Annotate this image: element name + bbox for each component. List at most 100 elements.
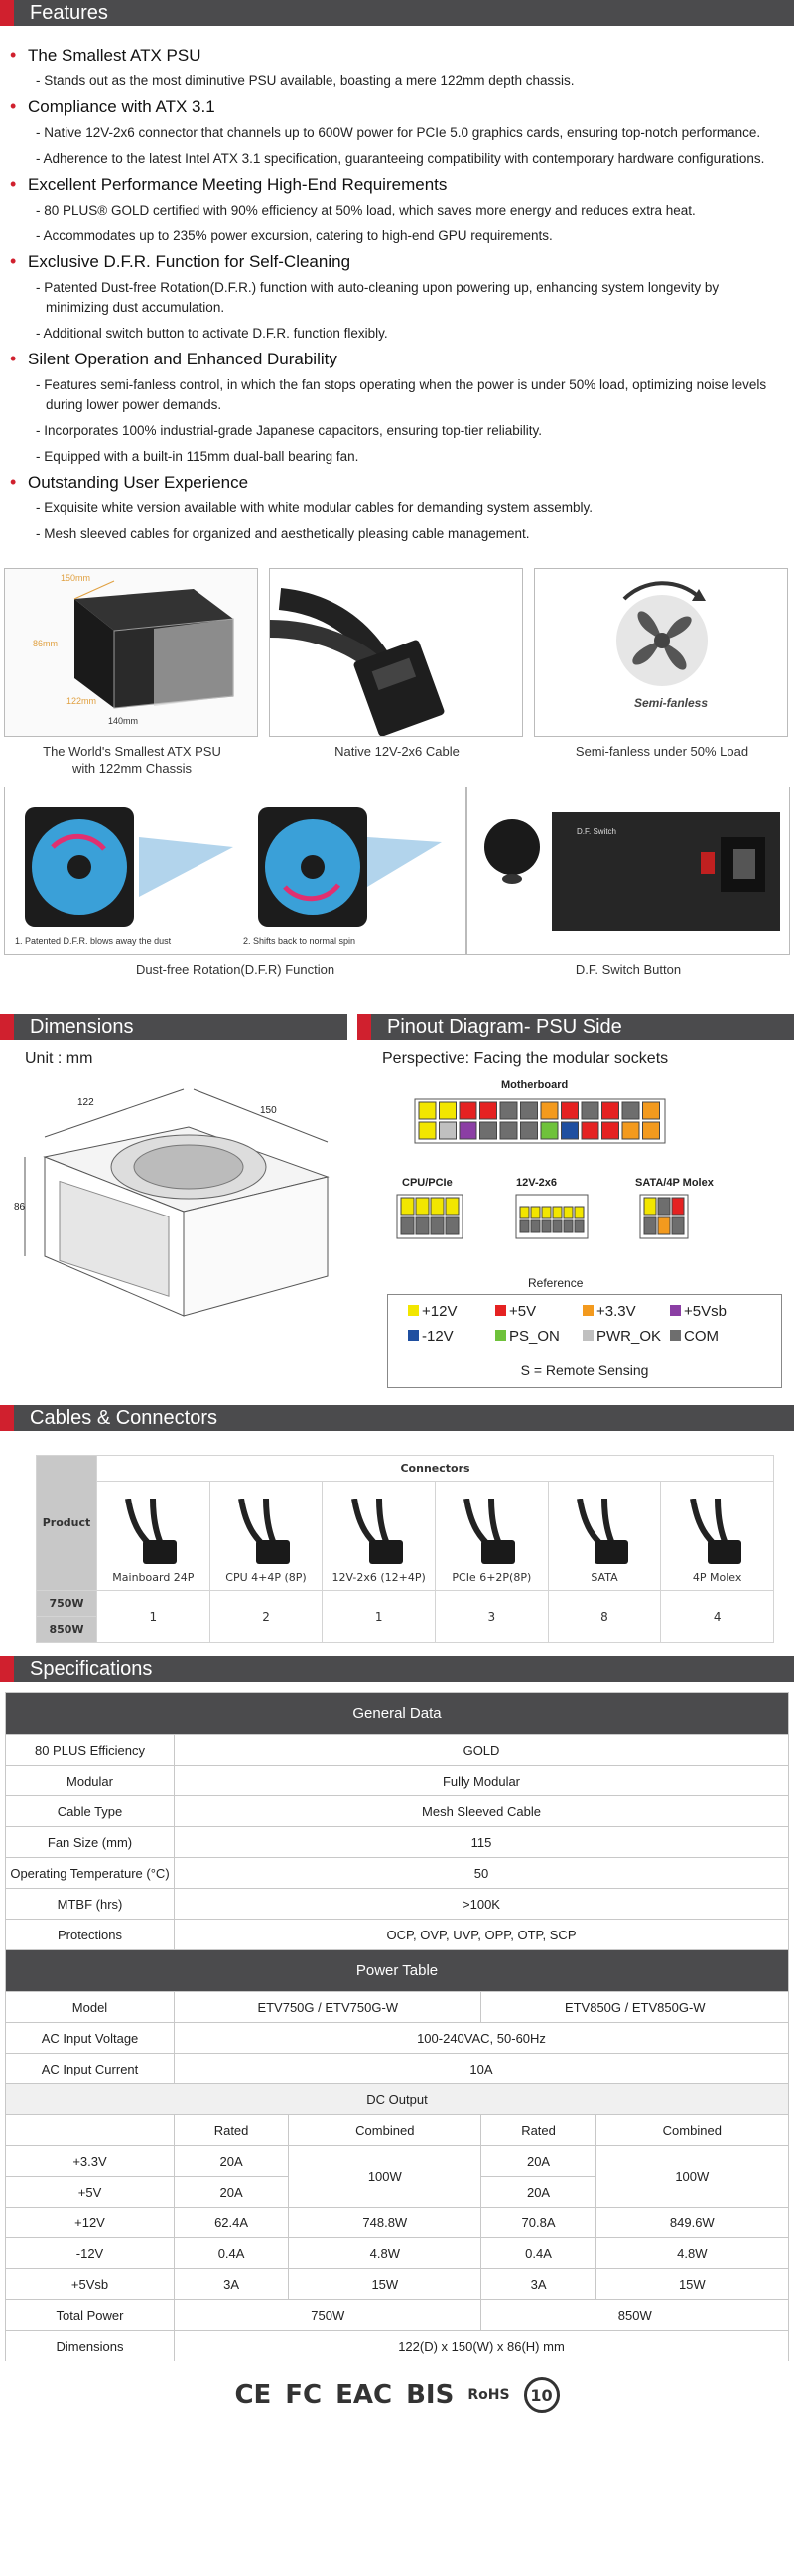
feature-item: - Exquisite white version available with… [36,501,594,515]
12v2x6-label: 12V-2x6 [516,1177,557,1189]
combined-header: Combined [595,2114,790,2146]
cert-logo: 10 [523,2377,560,2413]
spec-value: GOLD [174,1734,789,1766]
legend-item: -12V [408,1328,495,1345]
dimensions-header: Dimensions [0,1014,347,1040]
cert-logo: EAC [335,2380,393,2410]
total-850: 850W [480,2299,789,2331]
legend-item: +12V [408,1303,495,1320]
spec-cell: 15W [595,2268,790,2300]
model-750: ETV750G / ETV750G-W [173,1991,482,2023]
spec-value: OCP, OVP, UVP, OPP, OTP, SCP [174,1919,789,1950]
pin [621,1121,640,1140]
connector-cable-icon [125,1498,178,1564]
sata-molex-label: SATA/4P Molex [635,1177,714,1189]
legend-label: -12V [422,1328,454,1345]
pin [581,1121,599,1140]
feature-item: - Accommodates up to 235% power excursio… [36,228,553,243]
pin [439,1121,457,1140]
spec-label: Operating Temperature (°C) [5,1857,175,1889]
spec-cell: 15W [288,2268,482,2300]
model-850: ETV850G / ETV850G-W [480,1991,789,2023]
spec-label: Fan Size (mm) [5,1826,175,1858]
image-gallery: 150mm 86mm 122mm 140mm The World's Small… [0,558,794,994]
feature-item: - Patented Dust-free Rotation(D.F.R.) fu… [36,280,720,315]
photo-dfr: 1. Patented D.F.R. blows away the dust 2… [4,787,466,978]
pin [418,1101,437,1120]
spec-label: Modular [5,1765,175,1796]
legend-item: +5Vsb [670,1303,757,1320]
feature-item: - Features semi-fanless control, in whic… [36,377,767,412]
pinout-section: Pinout Diagram- PSU Side Perspective: Fa… [357,1014,794,1395]
spec-value: >100K [174,1888,789,1920]
power-table-title: Power Table [5,1949,789,1992]
spec-value: Fully Modular [174,1765,789,1796]
feature-item: - Additional switch button to activate D… [36,326,388,341]
pin [657,1197,671,1216]
connector-label: SATA [591,1571,618,1584]
pin [418,1121,437,1140]
spec-cell: 70.8A [480,2207,596,2238]
connector-column: PCIe 6+2P(8P) [435,1481,549,1591]
pin [519,1206,530,1219]
pin [581,1101,599,1120]
spec-cell: 3A [480,2268,596,2300]
connector-column: 12V-2x6 (12+4P) [322,1481,436,1591]
legend-label: COM [684,1328,719,1345]
pin [530,1219,541,1233]
spec-label: Protections [5,1919,175,1950]
pin [430,1197,445,1216]
spec-value: Mesh Sleeved Cable [174,1795,789,1827]
pin [519,1219,530,1233]
pin [445,1197,460,1216]
connector-label: 4P Molex [692,1571,742,1584]
dfr-step-2: 2. Shifts back to normal spin [243,936,356,946]
pin [540,1101,559,1120]
dim-label-140: 140mm [108,716,139,726]
connector-count: 4 [660,1590,774,1643]
feature-title: Exclusive D.F.R. Function for Self-Clean… [10,251,794,272]
photo-semi-fanless: Semi-fanless Semi-fanless under 50% Load [534,568,790,777]
connector-column: Mainboard 24P [96,1481,210,1591]
spec-label: Cable Type [5,1795,175,1827]
motherboard-label: Motherboard [501,1079,569,1091]
specs-header: Specifications [0,1656,794,1682]
empty-cell [5,2114,175,2146]
pin [479,1101,497,1120]
general-data-title: General Data [5,1692,789,1735]
combined-header: Combined [288,2114,482,2146]
dim-label-150: 150mm [61,573,91,583]
spec-cell: 62.4A [173,2207,290,2238]
spec-value: 115 [174,1826,789,1858]
dim-label-122: 122mm [66,696,97,706]
connector-cable-icon [350,1498,403,1564]
feature-title: The Smallest ATX PSU [10,45,794,66]
total-750: 750W [173,2299,482,2331]
spec-label: MTBF (hrs) [5,1888,175,1920]
switch-label: D.F. Switch [577,827,617,836]
spec-cell: 3A [173,2268,290,2300]
caption-semi-fanless: Semi-fanless under 50% Load [575,744,749,759]
legend-swatch [670,1330,681,1341]
pin [541,1206,552,1219]
remote-sensing-note: S = Remote Sensing [520,1362,649,1378]
product-header: Product [35,1455,98,1591]
spec-cell: 20A [480,2176,596,2208]
spec-cell: 748.8W [288,2207,482,2238]
feature-title: Silent Operation and Enhanced Durability [10,349,794,369]
pin [400,1197,415,1216]
feature-title: Outstanding User Experience [10,472,794,493]
connector-column: 4P Molex [660,1481,774,1591]
pin [459,1101,477,1120]
cable-illustration [270,588,445,736]
pin [439,1101,457,1120]
pin [541,1219,552,1233]
connector-label: Mainboard 24P [112,1571,195,1584]
pin [479,1121,497,1140]
cables-header: Cables & Connectors [0,1405,794,1431]
pin [671,1216,685,1235]
legend-label: PWR_OK [596,1328,662,1345]
connector-label: PCIe 6+2P(8P) [452,1571,532,1584]
